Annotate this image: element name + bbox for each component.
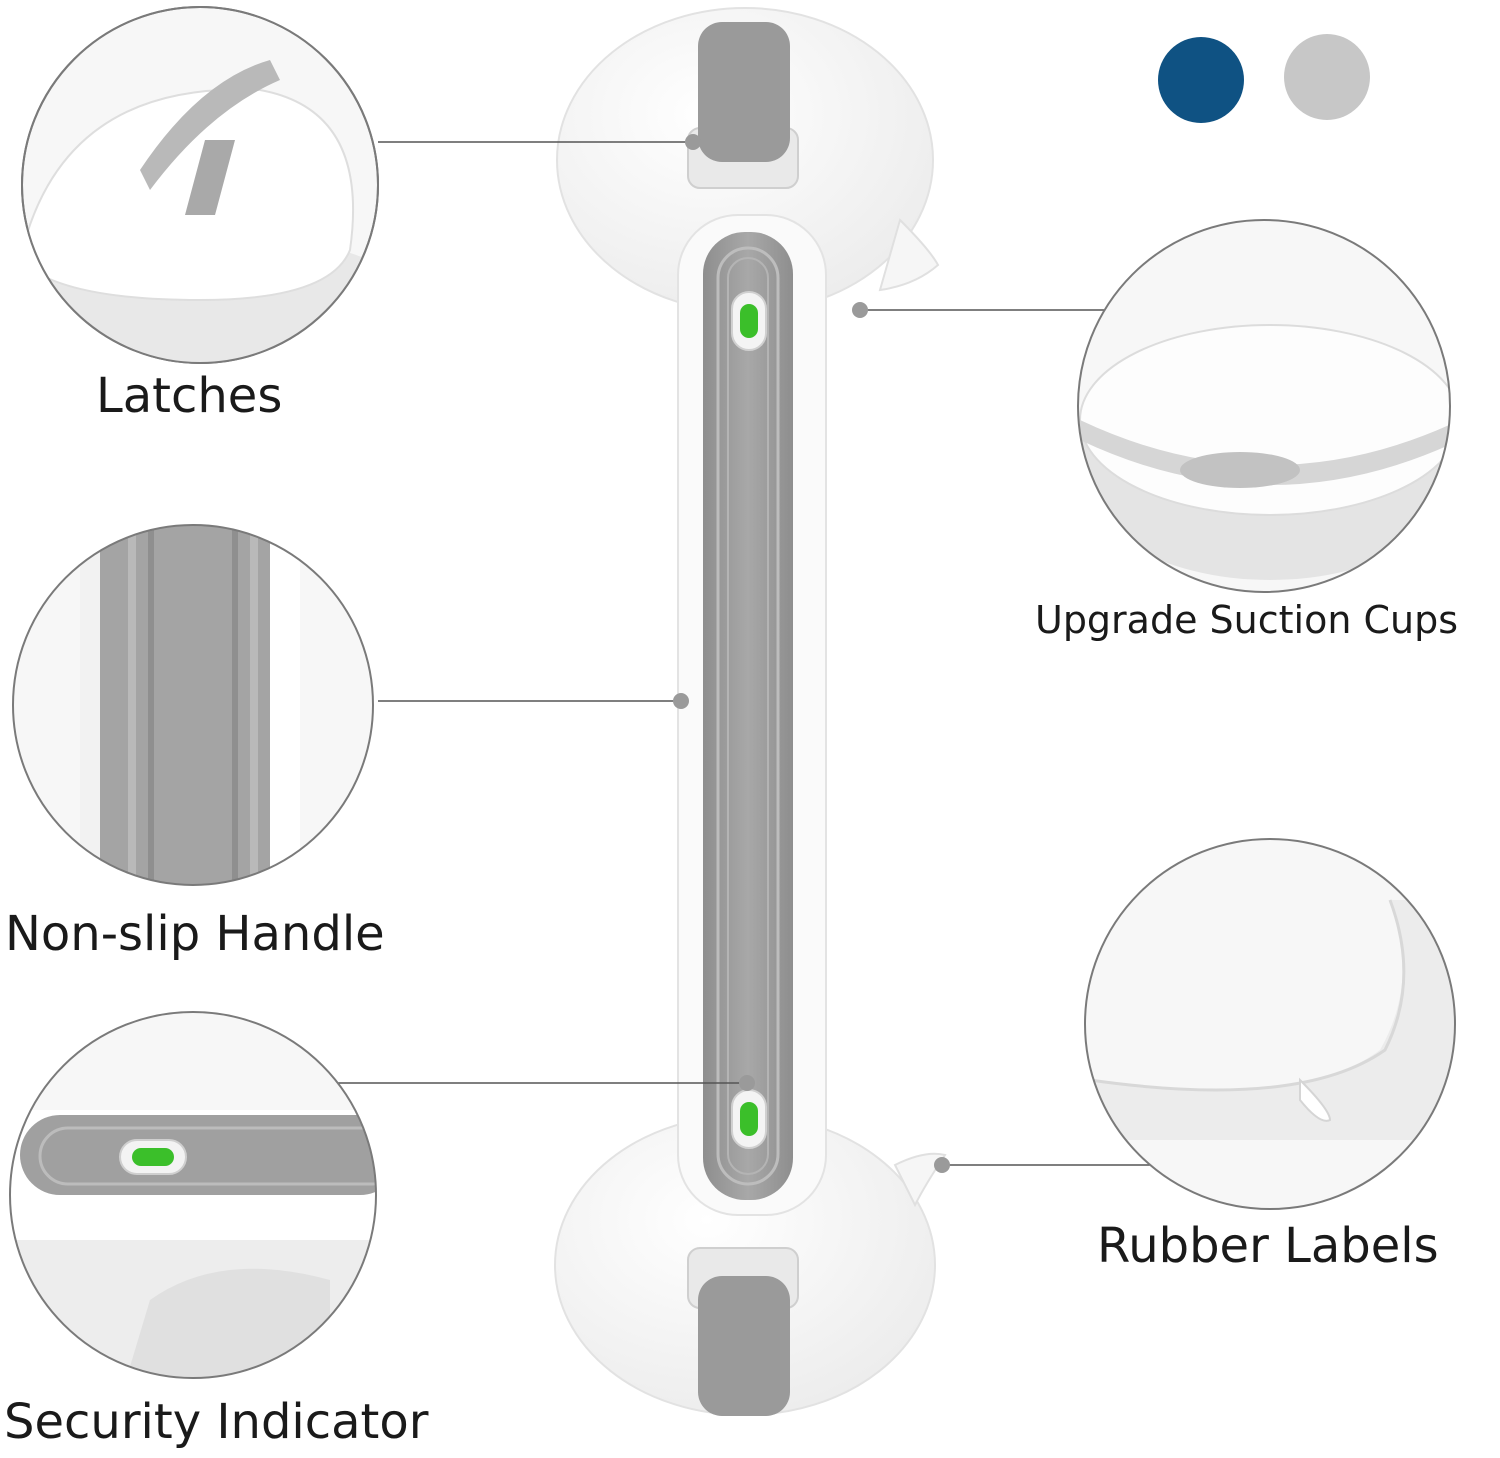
handle-grip bbox=[703, 232, 793, 1200]
indicator-detail-image bbox=[9, 1011, 377, 1379]
callout-dot-handle bbox=[673, 693, 689, 709]
top-pull-tab bbox=[878, 218, 940, 292]
label-suction-cups: Upgrade Suction Cups bbox=[1035, 598, 1459, 642]
label-rubber-labels: Rubber Labels bbox=[1097, 1218, 1439, 1274]
callout-dot-rubber bbox=[934, 1157, 950, 1173]
callout-dot-latches bbox=[685, 134, 701, 150]
label-latches: Latches bbox=[96, 368, 283, 424]
callout-dot-indicator bbox=[739, 1075, 755, 1091]
bottom-latch bbox=[698, 1276, 790, 1416]
callouts bbox=[332, 134, 1155, 1173]
latches-detail-image bbox=[21, 6, 379, 364]
bottom-pull-tab bbox=[893, 1152, 947, 1208]
top-latch bbox=[698, 22, 790, 162]
grab-bar bbox=[554, 7, 947, 1416]
rubber-labels-detail-image bbox=[1084, 838, 1456, 1210]
label-non-slip-handle: Non-slip Handle bbox=[5, 906, 385, 962]
color-swatch-gray[interactable] bbox=[1284, 34, 1370, 120]
suction-cups-detail-image bbox=[1077, 219, 1451, 593]
color-swatch-blue[interactable] bbox=[1158, 37, 1244, 123]
label-security-indicator: Security Indicator bbox=[4, 1394, 429, 1450]
handle-detail-image bbox=[12, 524, 374, 886]
callout-dot-suction bbox=[852, 302, 868, 318]
